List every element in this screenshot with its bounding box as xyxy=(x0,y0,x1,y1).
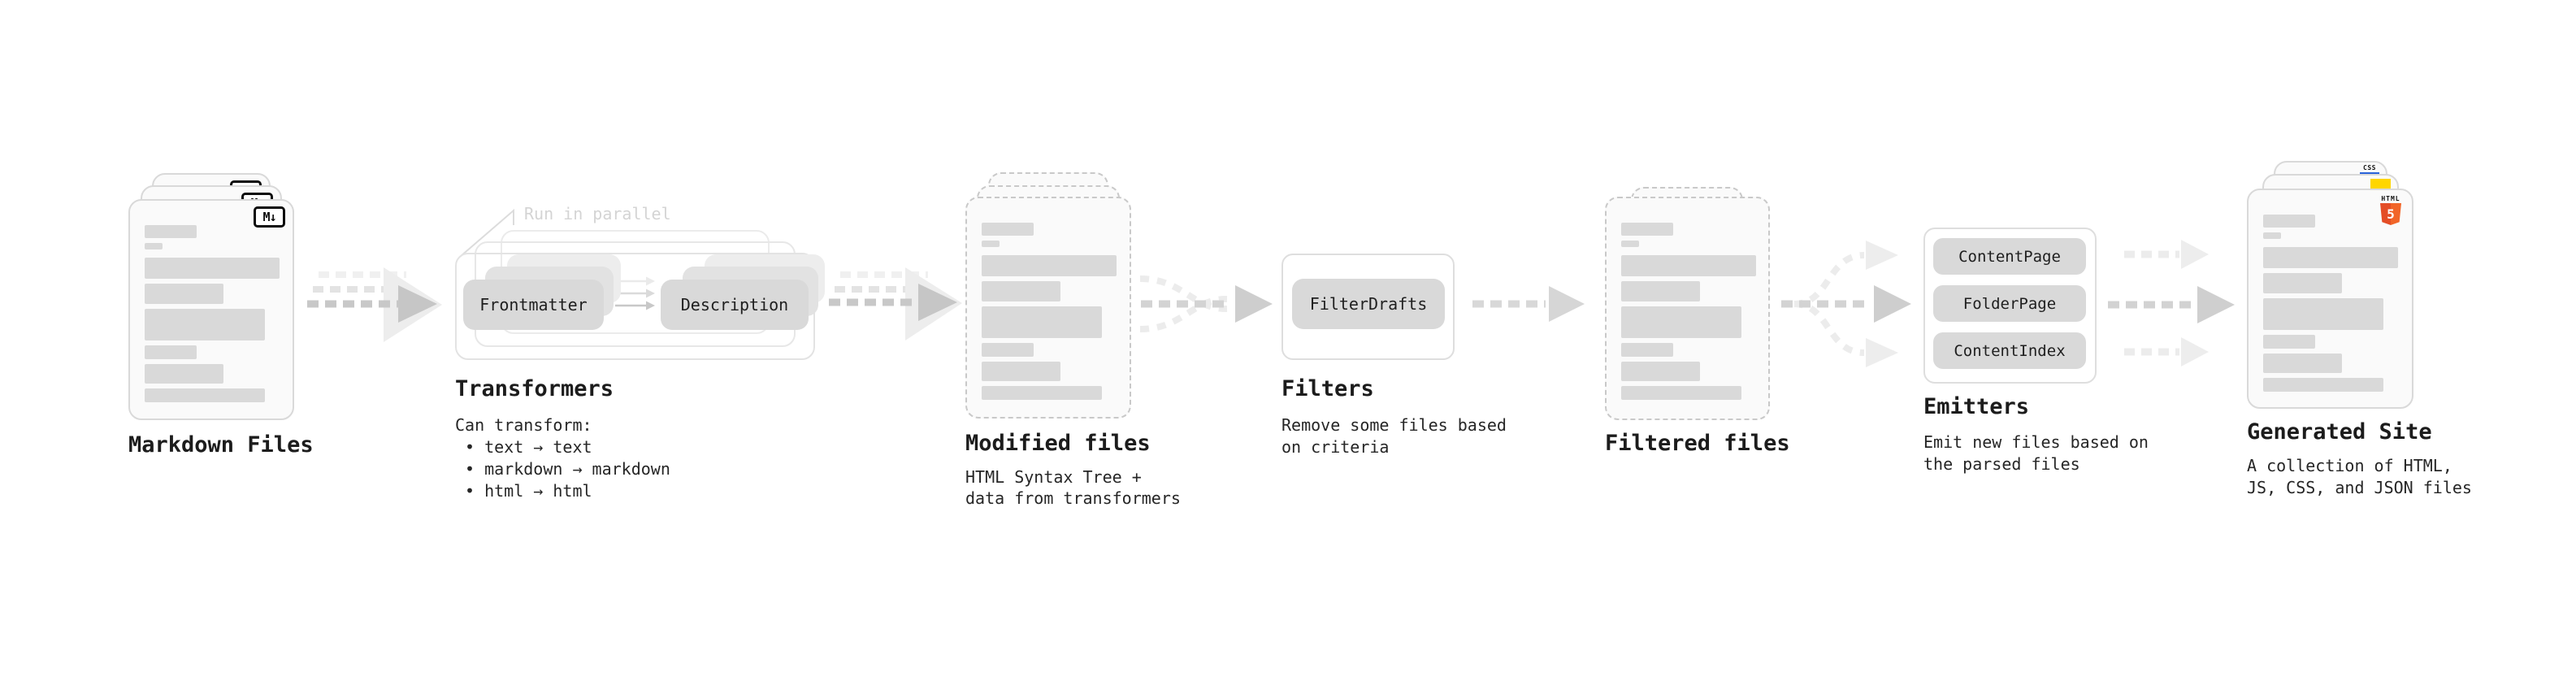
doc-text-line xyxy=(2263,215,2315,228)
description-line: JS, CSS, and JSON files xyxy=(2247,478,2472,497)
file-card: HTML 5 xyxy=(2247,189,2413,409)
doc-placeholder-lines xyxy=(130,201,293,419)
doc-text-line xyxy=(145,388,265,402)
description-line: the parsed files xyxy=(1923,454,2080,474)
markdown-icon: M↓ xyxy=(254,206,285,228)
doc-text-line xyxy=(145,243,163,249)
generated-site-description: A collection of HTML, JS, CSS, and JSON … xyxy=(2247,455,2472,499)
filtered-files-label: Filtered files xyxy=(1605,431,1790,456)
css-underline xyxy=(2360,172,2379,175)
doc-text-line xyxy=(1621,223,1673,236)
js-icon xyxy=(2370,179,2391,189)
file-card xyxy=(965,197,1131,419)
doc-text-line xyxy=(982,306,1102,338)
html5-icon: HTML 5 xyxy=(2379,195,2402,225)
arrow-filters-to-filtered xyxy=(1472,286,1585,322)
doc-text-line xyxy=(1621,343,1673,357)
doc-text-line xyxy=(2263,335,2315,349)
doc-text-line xyxy=(145,225,197,238)
doc-text-line xyxy=(1621,386,1741,400)
transform-bullet: • markdown → markdown xyxy=(465,459,670,479)
doc-placeholder-lines xyxy=(2249,190,2412,407)
chip-frontmatter: Frontmatter xyxy=(463,280,604,330)
arrow-filtered-to-emitters xyxy=(1781,241,1911,367)
arrow-emitters-to-generated xyxy=(2108,240,2235,367)
transform-heading: Can transform: xyxy=(455,415,592,435)
html5-shield: 5 xyxy=(2380,203,2401,225)
transform-bullet: • text → text xyxy=(465,437,592,457)
description-line: on criteria xyxy=(1281,437,1390,457)
chip-folderpage: FolderPage xyxy=(1933,285,2086,322)
chip-contentindex: ContentIndex xyxy=(1933,332,2086,369)
arrow-markdown-to-transformers xyxy=(307,267,442,342)
doc-placeholder-lines xyxy=(1607,198,1768,419)
modified-files-description: HTML Syntax Tree + data from transformer… xyxy=(965,466,1181,509)
doc-text-line xyxy=(1621,306,1741,338)
description-line: data from transformers xyxy=(965,488,1181,508)
description-line: Remove some files based xyxy=(1281,415,1507,435)
doc-text-line xyxy=(982,343,1034,357)
doc-text-line xyxy=(145,258,280,279)
modified-files-label: Modified files xyxy=(965,431,1151,456)
filters-label: Filters xyxy=(1281,376,1374,401)
doc-text-line xyxy=(982,255,1117,276)
doc-text-line xyxy=(1621,255,1756,276)
doc-text-line xyxy=(145,309,265,340)
doc-text-line xyxy=(145,284,223,304)
doc-text-line xyxy=(982,281,1060,301)
doc-text-line xyxy=(982,223,1034,236)
arrow-modified-to-filters xyxy=(1139,275,1273,332)
doc-text-line xyxy=(1621,281,1700,301)
doc-text-line xyxy=(982,386,1102,400)
generated-site-label: Generated Site xyxy=(2247,419,2432,445)
doc-text-line xyxy=(982,241,1000,247)
transformers-label: Transformers xyxy=(455,376,614,401)
chip-description: Description xyxy=(661,280,809,330)
doc-text-line xyxy=(1621,362,1700,381)
arrow-transformers-to-modified xyxy=(829,267,962,340)
file-card: M↓ xyxy=(128,199,294,420)
doc-text-line xyxy=(1621,241,1639,247)
description-line: Emit new files based on xyxy=(1923,432,2149,452)
emitters-label: Emitters xyxy=(1923,394,2030,419)
transform-bullet: • html → html xyxy=(465,481,592,501)
doc-text-line xyxy=(145,345,197,359)
description-line: A collection of HTML, xyxy=(2247,456,2452,475)
doc-text-line xyxy=(2263,354,2342,373)
css-wordmark: CSS xyxy=(2363,164,2376,171)
markdown-files-label: Markdown Files xyxy=(128,432,314,458)
doc-text-line xyxy=(2263,378,2383,392)
css-icon: CSS xyxy=(2360,165,2379,175)
doc-placeholder-lines xyxy=(967,198,1130,417)
doc-text-line xyxy=(2263,273,2342,293)
emitters-description: Emit new files based on the parsed files xyxy=(1923,432,2149,475)
transformers-description: Can transform: • text → text • markdown … xyxy=(455,414,670,502)
chip-filterdrafts: FilterDrafts xyxy=(1292,279,1445,329)
doc-text-line xyxy=(145,364,223,384)
doc-text-line xyxy=(982,362,1060,381)
doc-text-line xyxy=(2263,232,2281,239)
description-line: HTML Syntax Tree + xyxy=(965,467,1142,487)
chip-contentpage: ContentPage xyxy=(1933,238,2086,275)
filters-description: Remove some files based on criteria xyxy=(1281,414,1507,458)
doc-text-line xyxy=(2263,298,2383,330)
doc-text-line xyxy=(2263,247,2398,268)
html5-wordmark: HTML xyxy=(2381,195,2400,202)
run-in-parallel-note: Run in parallel xyxy=(524,204,671,223)
file-card xyxy=(1605,197,1770,420)
